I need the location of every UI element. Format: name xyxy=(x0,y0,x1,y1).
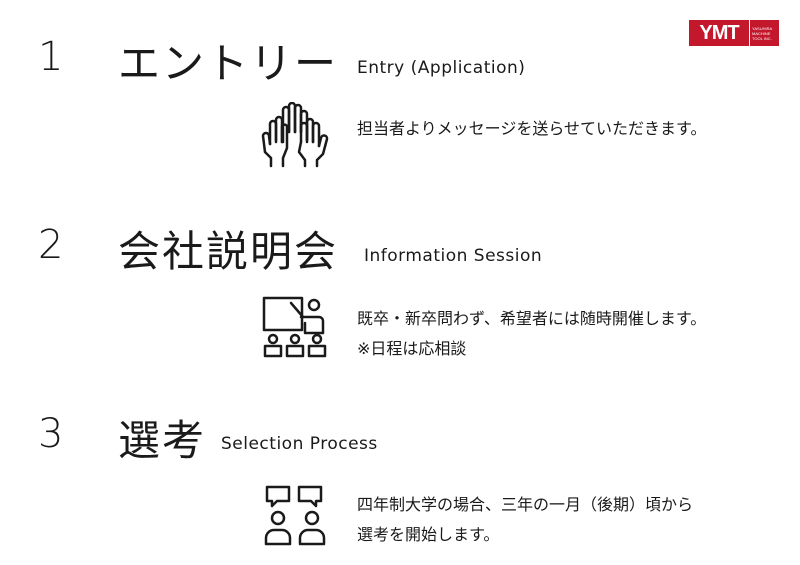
step-3-description: 四年制大学の場合、三年の一月（後期）頃から 選考を開始します。 xyxy=(357,490,693,550)
interview-icon xyxy=(264,485,326,546)
step-3-number: 3 xyxy=(38,411,64,457)
step-2-subtitle: Information Session xyxy=(364,246,543,266)
logo-sub-line-1: YASUHIRA xyxy=(752,25,773,31)
step-2-line-1: 既卒・新卒問わず、希望者には随時開催します。 xyxy=(357,309,707,328)
logo-sub-line-2: MACHINE xyxy=(752,30,771,36)
logo-text: YMT xyxy=(689,20,749,46)
presentation-icon xyxy=(262,296,327,358)
step-2-title: 会社説明会 xyxy=(118,227,339,276)
step-1-number: 1 xyxy=(38,34,64,80)
step-3-subtitle: Selection Process xyxy=(221,434,378,454)
step-3-line-2: 選考を開始します。 xyxy=(357,525,500,544)
step-3-line-1: 四年制大学の場合、三年の一月（後期）頃から xyxy=(357,495,694,514)
step-3-title: 選考 xyxy=(118,416,207,465)
step-2-description: 既卒・新卒問わず、希望者には随時開催します。 ※日程は応相談 xyxy=(357,304,706,364)
step-2-number: 2 xyxy=(38,222,64,268)
raised-hands-icon xyxy=(261,102,329,168)
company-logo: YMT YASUHIRA MACHINE TOOL INC. xyxy=(689,20,779,46)
step-1-subtitle: Entry (Application) xyxy=(357,58,526,78)
logo-subtext: YASUHIRA MACHINE TOOL INC. xyxy=(749,20,779,46)
step-1-line-1: 担当者よりメッセージを送らせていただきます。 xyxy=(357,119,707,138)
step-1-description: 担当者よりメッセージを送らせていただきます。 xyxy=(357,114,706,144)
step-2-line-2: ※日程は応相談 xyxy=(357,339,467,358)
logo-sub-line-3: TOOL INC. xyxy=(752,35,772,41)
step-1-title: エントリー xyxy=(118,39,339,88)
